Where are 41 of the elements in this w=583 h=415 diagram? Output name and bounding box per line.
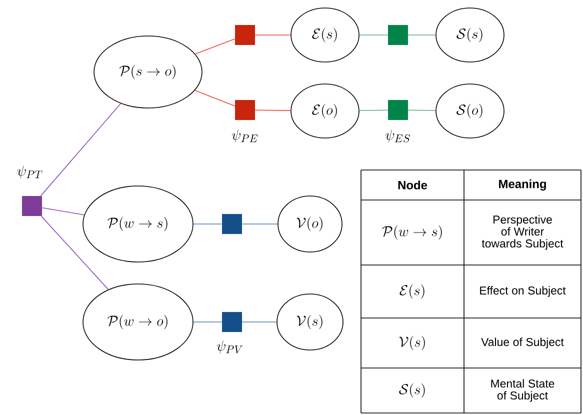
connector-line bbox=[254, 110, 291, 111]
factor-square bbox=[222, 312, 242, 332]
column-header: Node bbox=[398, 180, 428, 190]
ellipse-node: $\mathcal{S}(s)$ bbox=[436, 8, 504, 62]
factor-label: $\psi_{PV}$ bbox=[216, 340, 243, 354]
formula-text: $\mathcal{E}(s)$ bbox=[400, 284, 424, 299]
ellipse-node: $\mathcal{V}(o)$ bbox=[278, 196, 342, 252]
formula-text: $\mathcal{P}(w \rightarrow s)$ bbox=[382, 225, 442, 240]
ellipse-node: $\mathcal{E}(s)$ bbox=[290, 8, 360, 62]
meaning-text: Value of Subject bbox=[481, 338, 564, 348]
factor-square bbox=[235, 25, 255, 45]
factor-label: $\psi_{PT}$ bbox=[17, 166, 42, 179]
connector-line bbox=[194, 90, 236, 106]
connector-line bbox=[40, 216, 109, 290]
connector-line bbox=[359, 34, 388, 36]
factor-label: $\psi_{ES}$ bbox=[386, 130, 410, 143]
factor-square bbox=[22, 196, 42, 216]
connector-line bbox=[40, 103, 122, 196]
factor-square bbox=[388, 100, 408, 120]
meaning-text: Perspective of Writer towards Subject bbox=[482, 215, 564, 250]
ellipse-node: $\mathcal{P}(s \rightarrow o)$ bbox=[94, 36, 202, 108]
factor-square bbox=[222, 214, 242, 234]
meaning-text: Mental State of Subject bbox=[491, 379, 554, 402]
connector-line bbox=[254, 34, 291, 36]
meaning-text: Effect on Subject bbox=[480, 286, 566, 297]
ellipse-node: $\mathcal{E}(o)$ bbox=[290, 84, 360, 138]
connector-line bbox=[408, 34, 436, 36]
connector-line bbox=[408, 110, 436, 111]
ellipse-node: $\mathcal{S}(o)$ bbox=[436, 84, 504, 138]
formula-text: $\mathcal{V}(s)$ bbox=[399, 336, 425, 350]
connector-line bbox=[359, 110, 388, 111]
ellipse-node: $\mathcal{P}(w \rightarrow o)$ bbox=[82, 284, 194, 360]
column-header: Meaning bbox=[499, 179, 546, 191]
ellipse-node: $\mathcal{P}(w \rightarrow s)$ bbox=[82, 186, 194, 262]
connector-line bbox=[42, 207, 85, 216]
ellipse-node: $\mathcal{V}(s)$ bbox=[276, 294, 344, 350]
factor-square bbox=[235, 100, 255, 120]
factor-label: $\psi_{PE}$ bbox=[232, 130, 258, 143]
connector-line bbox=[194, 38, 236, 54]
factor-square bbox=[388, 25, 408, 45]
formula-text: $\mathcal{S}(s)$ bbox=[399, 383, 425, 398]
